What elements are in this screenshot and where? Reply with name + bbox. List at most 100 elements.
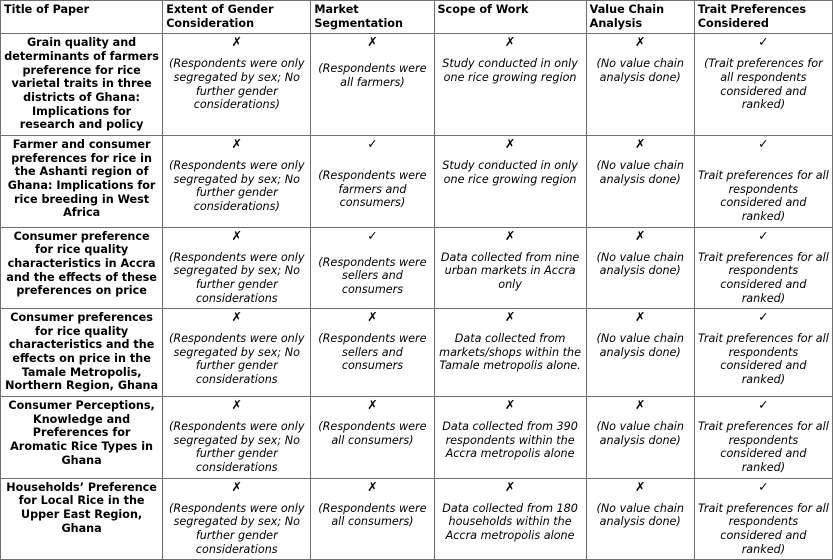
cell-value-chain-analysis: ✗ (No value chain analysis done) (585, 226, 695, 310)
scope-note: Data collected from markets/shops within… (439, 332, 581, 373)
cell-trait-preferences: ✓ Trait preferences for all respondents … (693, 477, 833, 560)
cell-trait-preferences: ✓ Trait preferences for all respondents … (693, 226, 833, 310)
trait-mark-icon: ✓ (758, 309, 769, 325)
cell-value-chain-analysis: ✗ (No value chain analysis done) (585, 308, 695, 398)
table-row: Consumer preferences for rice quality ch… (0, 308, 833, 398)
vca-mark-icon: ✗ (634, 397, 646, 413)
column-header-vca: Value Chain Analysis (585, 0, 695, 35)
scope-mark-icon: ✗ (504, 309, 516, 325)
gender-mark-icon: ✗ (231, 227, 243, 243)
cell-gender-consideration: ✗ (Respondents were only segregated by s… (162, 134, 312, 228)
cell-trait-preferences: ✓ Trait preferences for all respondents … (693, 134, 833, 228)
gender-mark-icon: ✗ (231, 34, 243, 50)
gender-mark-icon: ✗ (231, 478, 243, 494)
market-note: (Respondents were all farmers) (318, 62, 427, 89)
scope-mark-icon: ✗ (504, 227, 516, 243)
gender-mark-icon: ✗ (231, 135, 243, 151)
vca-note: (No value chain analysis done) (596, 501, 684, 529)
column-header-scope: Scope of Work (433, 0, 587, 35)
cell-gender-consideration: ✗ (Respondents were only segregated by s… (162, 33, 312, 136)
scope-note: Data collected from 390 respondents with… (442, 420, 578, 461)
vca-note: (No value chain analysis done) (596, 57, 684, 84)
cell-paper-title: Consumer preference for rice quality cha… (0, 226, 164, 310)
market-note: (Respondents were sellers and consumers (318, 332, 427, 373)
gender-mark-icon: ✗ (231, 397, 243, 413)
trait-mark-icon: ✓ (758, 135, 769, 151)
scope-note: Study conducted in only one rice growing… (442, 158, 578, 186)
table-header-row: Title of Paper Extent of Gender Consider… (0, 0, 833, 35)
cell-scope-of-work: ✗ Study conducted in only one rice growi… (433, 33, 587, 136)
column-header-gender: Extent of Gender Consideration (162, 0, 312, 35)
vca-note: (No value chain analysis done) (596, 332, 684, 359)
vca-mark-icon: ✗ (634, 34, 646, 50)
vca-note: (No value chain analysis done) (596, 158, 684, 186)
trait-note: Trait preferences for all respondents co… (697, 420, 829, 475)
cell-paper-title: Farmer and consumer preferences for rice… (0, 134, 164, 228)
market-mark-icon: ✓ (367, 227, 378, 243)
market-mark-icon: ✗ (367, 478, 378, 494)
cell-trait-preferences: ✓ Trait preferences for all respondents … (693, 308, 833, 398)
trait-mark-icon: ✓ (758, 478, 769, 494)
cell-value-chain-analysis: ✗ (No value chain analysis done) (585, 396, 695, 479)
gender-note: (Respondents were only segregated by sex… (169, 158, 305, 213)
cell-trait-preferences: ✓ Trait preferences for all respondents … (693, 396, 833, 479)
trait-note: Trait preferences for all respondents co… (697, 168, 829, 223)
cell-paper-title: Households’ Preference for Local Rice in… (0, 477, 164, 560)
cell-market-segmentation: ✓ (Respondents were farmers and consumer… (310, 134, 435, 228)
trait-note: Trait preferences for all respondents co… (697, 332, 829, 387)
trait-mark-icon: ✓ (758, 397, 769, 413)
table-row: Farmer and consumer preferences for rice… (0, 134, 833, 228)
vca-mark-icon: ✗ (634, 227, 646, 243)
cell-scope-of-work: ✗ Study conducted in only one rice growi… (433, 134, 587, 228)
gender-note: (Respondents were only segregated by sex… (169, 250, 305, 305)
market-note: (Respondents were all consumers) (318, 501, 427, 529)
cell-gender-consideration: ✗ (Respondents were only segregated by s… (162, 226, 312, 310)
trait-mark-icon: ✓ (758, 34, 769, 50)
cell-paper-title: Grain quality and determinants of farmer… (0, 33, 164, 136)
gender-note: (Respondents were only segregated by sex… (169, 501, 305, 556)
cell-trait-preferences: ✓ (Trait preferences for all respondents… (693, 33, 833, 136)
cell-market-segmentation: ✗ (Respondents were sellers and consumer… (310, 308, 435, 398)
trait-note: (Trait preferences for all respondents c… (704, 57, 823, 112)
trait-note: Trait preferences for all respondents co… (697, 501, 829, 556)
market-mark-icon: ✗ (367, 34, 378, 50)
cell-gender-consideration: ✗ (Respondents were only segregated by s… (162, 477, 312, 560)
cell-value-chain-analysis: ✗ (No value chain analysis done) (585, 33, 695, 136)
gender-note: (Respondents were only segregated by sex… (169, 332, 305, 387)
cell-scope-of-work: ✗ Data collected from 180 households wit… (433, 477, 587, 560)
scope-mark-icon: ✗ (504, 135, 516, 151)
market-mark-icon: ✓ (367, 135, 378, 151)
vca-mark-icon: ✗ (634, 135, 646, 151)
cell-market-segmentation: ✗ (Respondents were all farmers) (310, 33, 435, 136)
market-note: (Respondents were sellers and consumers (318, 255, 427, 296)
scope-mark-icon: ✗ (504, 397, 516, 413)
cell-value-chain-analysis: ✗ (No value chain analysis done) (585, 477, 695, 560)
gender-mark-icon: ✗ (231, 309, 243, 325)
trait-note: Trait preferences for all respondents co… (697, 250, 829, 305)
market-note: (Respondents were farmers and consumers) (318, 168, 427, 210)
scope-note: Data collected from nine urban markets i… (440, 250, 580, 291)
table-row: Consumer Perceptions, Knowledge and Pref… (0, 396, 833, 479)
cell-market-segmentation: ✗ (Respondents were all consumers) (310, 396, 435, 479)
cell-market-segmentation: ✓ (Respondents were sellers and consumer… (310, 226, 435, 310)
column-header-market: Market Segmentation (310, 0, 435, 35)
market-mark-icon: ✗ (367, 309, 378, 325)
market-note: (Respondents were all consumers) (318, 420, 427, 447)
cell-scope-of-work: ✗ Data collected from markets/shops with… (433, 308, 587, 398)
cell-scope-of-work: ✗ Data collected from nine urban markets… (433, 226, 587, 310)
trait-mark-icon: ✓ (758, 227, 769, 243)
vca-note: (No value chain analysis done) (596, 420, 684, 447)
vca-note: (No value chain analysis done) (596, 250, 684, 278)
cell-paper-title: Consumer Perceptions, Knowledge and Pref… (0, 396, 164, 479)
cell-paper-title: Consumer preferences for rice quality ch… (0, 308, 164, 398)
column-header-trait: Trait Preferences Considered (693, 0, 833, 35)
table-row: Consumer preference for rice quality cha… (0, 226, 833, 310)
gender-note: (Respondents were only segregated by sex… (169, 420, 305, 475)
cell-gender-consideration: ✗ (Respondents were only segregated by s… (162, 308, 312, 398)
cell-market-segmentation: ✗ (Respondents were all consumers) (310, 477, 435, 560)
cell-gender-consideration: ✗ (Respondents were only segregated by s… (162, 396, 312, 479)
gender-note: (Respondents were only segregated by sex… (169, 57, 305, 112)
column-header-title: Title of Paper (0, 0, 164, 35)
cell-scope-of-work: ✗ Data collected from 390 respondents wi… (433, 396, 587, 479)
